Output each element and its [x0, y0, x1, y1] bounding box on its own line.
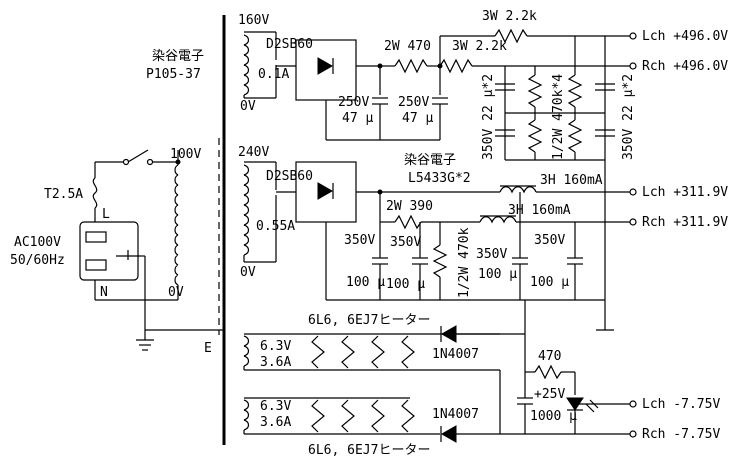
bridge-1-label: D2SB60	[266, 37, 313, 52]
c6-value: 100 μ	[386, 277, 425, 292]
ac-label: AC100V	[14, 235, 61, 250]
heater-section	[243, 300, 637, 443]
tap-0v-primary: 0V	[168, 285, 184, 300]
r6-label: 1/2W 470k	[457, 227, 472, 298]
output-lch-311: Lch +311.9V	[642, 185, 728, 200]
diode-1-label: 1N4007	[432, 347, 479, 362]
heater-2-current: 3.6A	[260, 415, 291, 430]
choke-2-label: 3H 160mA	[508, 203, 571, 218]
r4-label: 1/2W 470k*4	[551, 74, 566, 160]
c7-voltage: 350V	[476, 247, 507, 262]
c2-voltage: 250V	[398, 95, 429, 110]
r7-label: 470	[538, 349, 561, 364]
output-rch-496: Rch +496.0V	[642, 59, 728, 74]
c9-voltage: +25V	[534, 387, 565, 402]
tap-0v-mid: 0V	[240, 265, 256, 280]
tap-100v: 100V	[170, 147, 201, 162]
line-l: L	[102, 207, 110, 222]
hz-label: 50/60Hz	[10, 253, 65, 268]
output-lch-neg: Lch -7.75V	[642, 397, 720, 412]
c5-value: 100 μ	[346, 275, 385, 290]
fuse-label: T2.5A	[44, 187, 83, 202]
r1-label: 2W 470	[384, 39, 431, 54]
c4-label: 350V 22 μ*2	[621, 74, 636, 160]
primary-circuit	[79, 149, 224, 351]
c1-voltage: 250V	[338, 95, 369, 110]
heater-1-current: 3.6A	[260, 355, 291, 370]
c3-label: 350V 22 μ*2	[481, 74, 496, 160]
r5-label: 2W 390	[386, 199, 433, 214]
c2-value: 47 μ	[402, 111, 433, 126]
heater-label-bottom: 6L6, 6EJ7ヒーター	[308, 443, 430, 458]
c8-voltage: 350V	[534, 233, 565, 248]
current-0-55a: 0.55A	[256, 219, 295, 234]
heater-2-voltage: 6.3V	[260, 399, 291, 414]
choke-1-label: 3H 160mA	[540, 173, 603, 188]
c8-value: 100 μ	[530, 275, 569, 290]
r2-label: 3W 2.2k	[482, 9, 537, 24]
output-rch-neg: Rch -7.75V	[642, 427, 720, 442]
diode-2-label: 1N4007	[432, 407, 479, 422]
c9-value: 1000 μ	[530, 409, 577, 424]
labels: 染谷電子 P105-37 160V 0V D2SB60 0.1A 2W 470 …	[10, 9, 728, 458]
output-lch-496: Lch +496.0V	[642, 29, 728, 44]
c6-voltage: 350V	[390, 235, 421, 250]
c1-value: 47 μ	[342, 111, 373, 126]
maker-label-mid: 染谷電子	[404, 153, 456, 168]
hv-240-section	[243, 160, 637, 331]
earth-e: E	[204, 341, 212, 356]
c7-value: 100 μ	[478, 267, 517, 282]
maker-label-top: 染谷電子	[152, 49, 204, 64]
c5-voltage: 350V	[344, 233, 375, 248]
heater-label-top: 6L6, 6EJ7ヒーター	[308, 313, 430, 328]
model-label-top: P105-37	[146, 67, 201, 82]
choke-model: L5433G*2	[408, 171, 471, 186]
r3-label: 3W 2.2k	[452, 39, 507, 54]
tap-0v-top: 0V	[240, 99, 256, 114]
output-rch-311: Rch +311.9V	[642, 215, 728, 230]
current-0-1a: 0.1A	[258, 67, 289, 82]
tap-240v: 240V	[238, 145, 269, 160]
line-n: N	[100, 285, 108, 300]
bridge-2-label: D2SB60	[266, 169, 313, 184]
hv-160-section	[243, 28, 637, 161]
heater-1-voltage: 6.3V	[260, 339, 291, 354]
tap-160v: 160V	[238, 13, 269, 28]
